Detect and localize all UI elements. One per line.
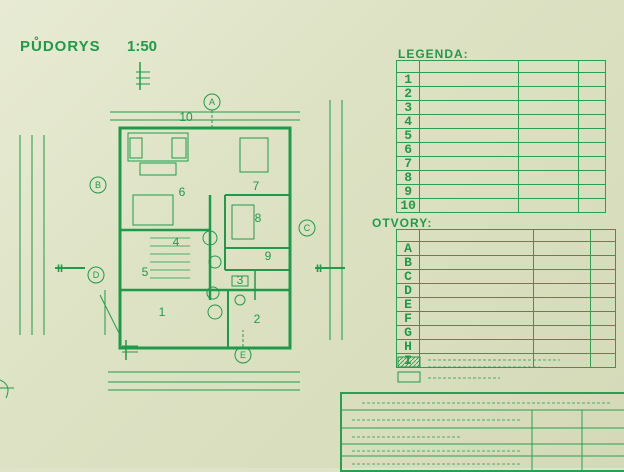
axis-c-label: C <box>304 223 311 233</box>
plan-title: PŮDORYS <box>20 38 101 55</box>
table-row: 10 <box>395 198 607 213</box>
section-mark-right: II <box>316 263 322 275</box>
title-block <box>340 392 624 472</box>
axis-e-label: E <box>240 350 246 360</box>
room-3-label: 3 <box>237 273 244 287</box>
room-9-label: 9 <box>265 249 272 263</box>
room-4-label: 4 <box>173 235 180 249</box>
table-row: A <box>396 241 616 256</box>
legend-title: LEGENDA: <box>398 47 469 61</box>
room-10-label: 10 <box>179 110 193 124</box>
table-row: D <box>396 283 616 298</box>
table-row: C <box>396 269 616 284</box>
room-2-label: 2 <box>254 312 261 326</box>
plan-scale: 1:50 <box>127 38 158 55</box>
section-mark-left: II <box>57 263 63 275</box>
axis-a-label: A <box>209 97 215 107</box>
room-6-label: 6 <box>179 185 186 199</box>
table-row: 2 <box>395 86 607 101</box>
room-7-label: 7 <box>253 179 260 193</box>
room-1-label: 1 <box>159 305 166 319</box>
room-8-label: 8 <box>255 211 262 225</box>
axis-d-label: D <box>93 270 100 280</box>
table-row: 9 <box>395 184 607 199</box>
table-row: B <box>396 255 616 270</box>
legend-table: 1 2 3 4 5 6 7 8 9 10 <box>395 60 607 213</box>
room-5-label: 5 <box>142 265 149 279</box>
table-row: 8 <box>395 170 607 185</box>
openings-table: A B C D E F G H I <box>396 229 616 368</box>
axis-b-label: B <box>95 180 101 190</box>
openings-title: OTVORY: <box>372 216 433 230</box>
table-row: H <box>396 339 616 354</box>
